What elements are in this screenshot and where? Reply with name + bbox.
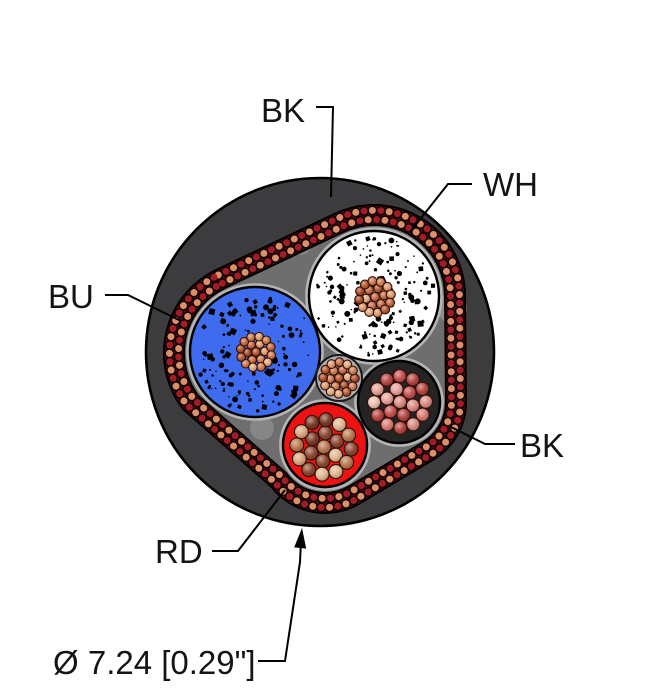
arrowhead-icon bbox=[294, 528, 307, 549]
leader-rd bbox=[212, 489, 286, 552]
label-bk-right: BK bbox=[520, 427, 564, 464]
diameter-leader bbox=[258, 539, 302, 662]
red-strands bbox=[289, 412, 359, 482]
white-strands bbox=[354, 276, 396, 318]
annotations: BK WH BU BK RD Ø 7.24 [0.29"] bbox=[48, 92, 564, 681]
black-strands bbox=[366, 368, 434, 436]
leader-bk-right bbox=[450, 426, 515, 445]
filler-highlight bbox=[250, 416, 274, 440]
conductor-red bbox=[281, 401, 369, 489]
blue-strands bbox=[235, 331, 277, 373]
leader-jacket-bk bbox=[316, 106, 335, 198]
conductor-halos bbox=[186, 227, 444, 491]
label-jacket-bk: BK bbox=[261, 92, 305, 129]
label-wh: WH bbox=[483, 166, 538, 203]
drain-strands bbox=[318, 357, 360, 399]
label-bu: BU bbox=[48, 278, 94, 315]
drain-bundle bbox=[315, 354, 363, 402]
leader-bu bbox=[105, 294, 182, 322]
conductor-black bbox=[356, 359, 442, 445]
leader-wh bbox=[409, 183, 472, 233]
label-rd: RD bbox=[155, 533, 203, 570]
conductor-white bbox=[307, 229, 441, 363]
diameter-dimension bbox=[258, 528, 307, 662]
conductor-blue bbox=[188, 285, 322, 419]
label-diameter: Ø 7.24 [0.29"] bbox=[53, 644, 256, 681]
